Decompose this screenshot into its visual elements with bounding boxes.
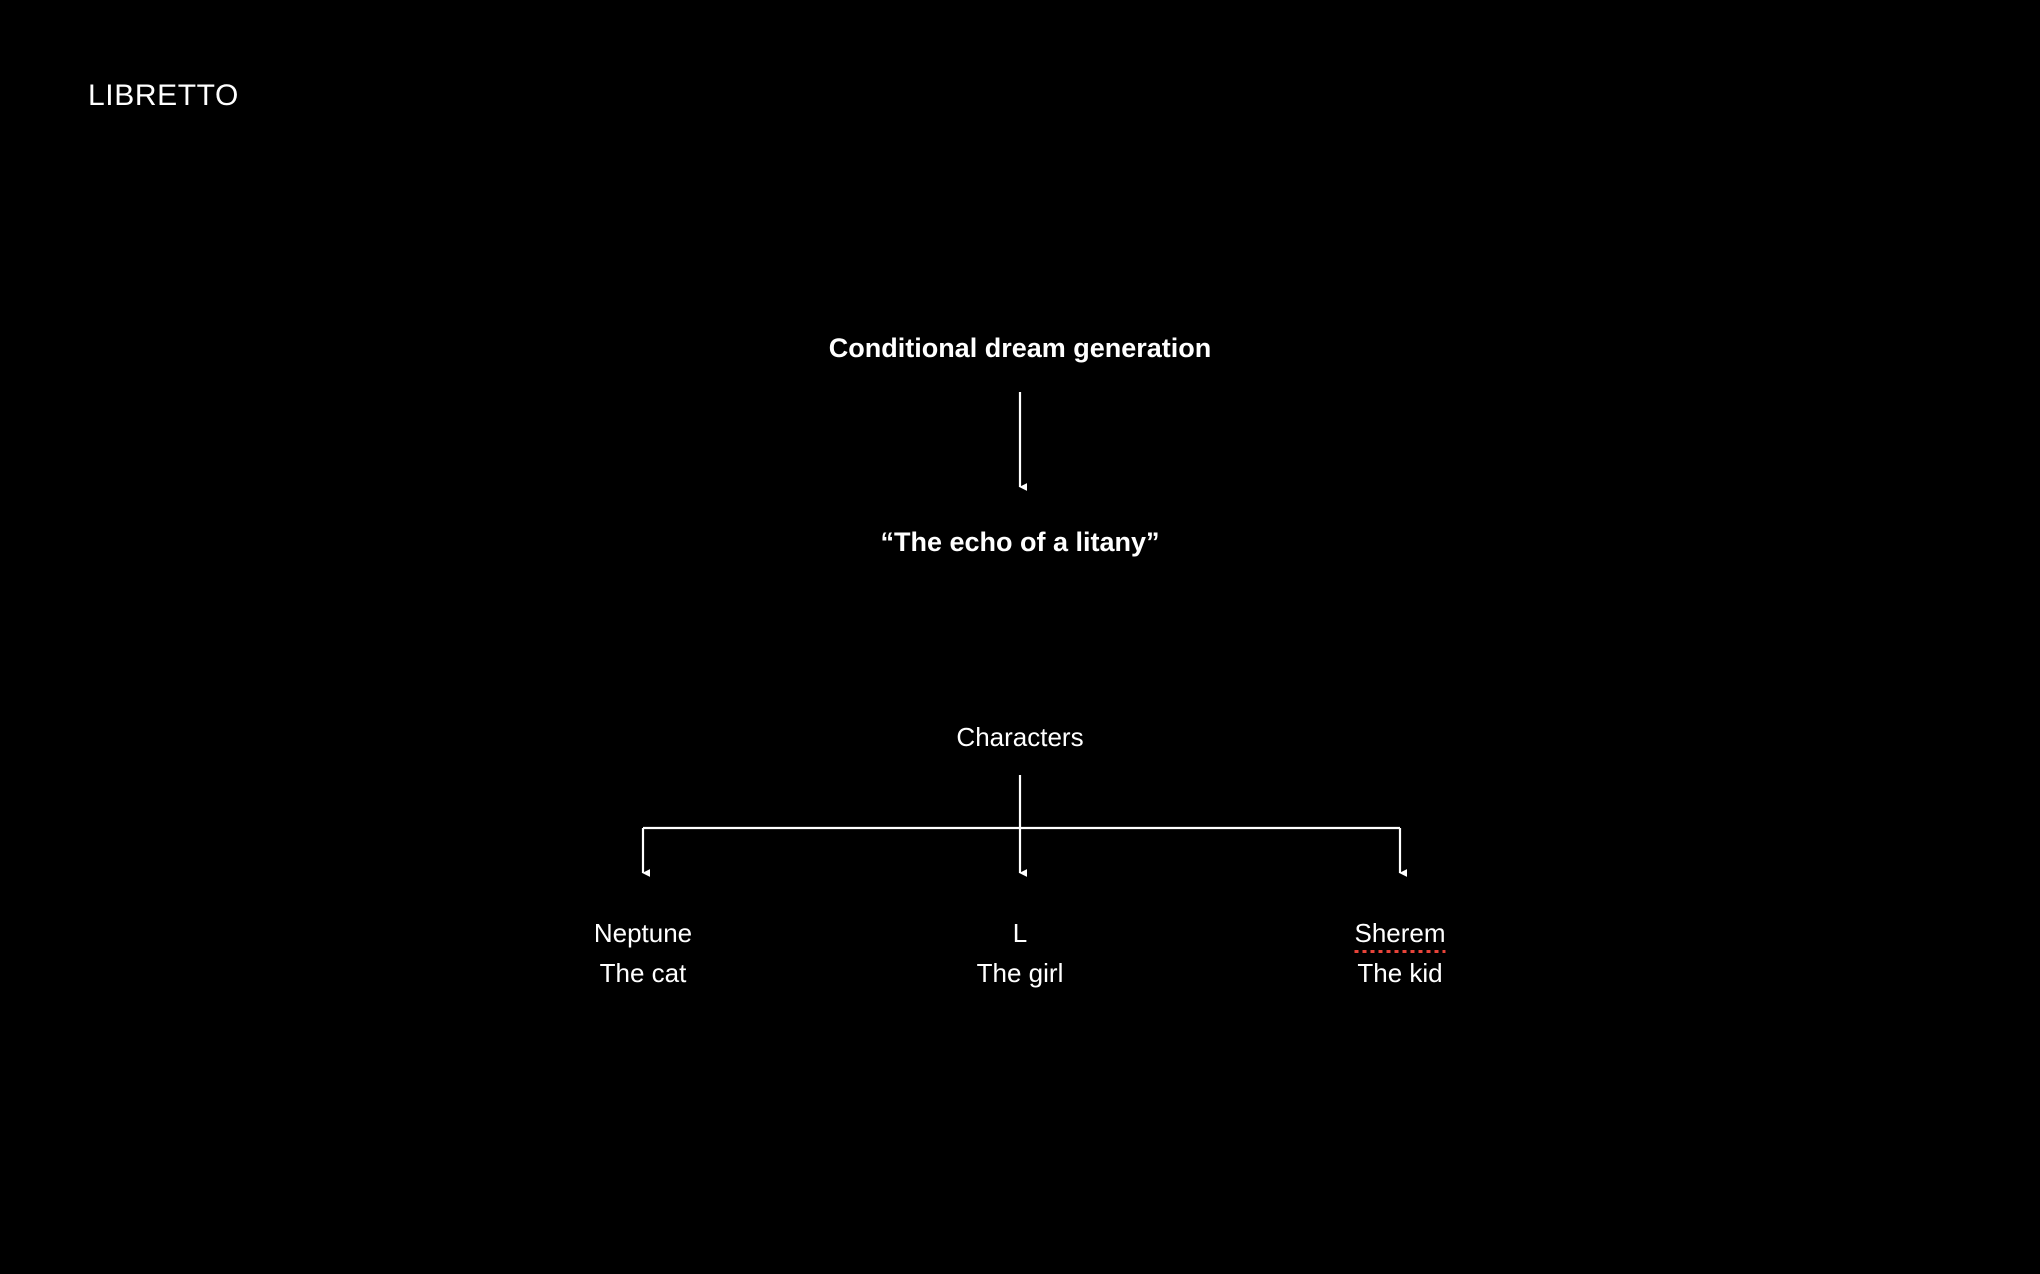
character-role: The cat — [599, 957, 687, 988]
node-characters: Characters — [956, 722, 1084, 752]
character-node-l: L The girl — [977, 917, 1064, 989]
character-name: Neptune — [594, 917, 692, 950]
character-role: The kid — [1357, 957, 1443, 988]
character-node-neptune: Neptune The cat — [594, 917, 692, 989]
character-name: Sherem — [1354, 917, 1446, 952]
node-echo-of-a-litany: “The echo of a litany” — [880, 527, 1160, 557]
character-role: The girl — [976, 957, 1064, 988]
character-name-text-misspelled: Sherem — [1354, 918, 1446, 952]
node-conditional-dream-generation: Conditional dream generation — [828, 333, 1212, 363]
page-title: LIBRETTO — [88, 79, 239, 112]
character-node-sherem: Sherem The kid — [1354, 917, 1446, 989]
character-name: L — [977, 917, 1064, 950]
character-name-text: Neptune — [593, 918, 693, 948]
character-name-text: L — [1012, 918, 1028, 948]
